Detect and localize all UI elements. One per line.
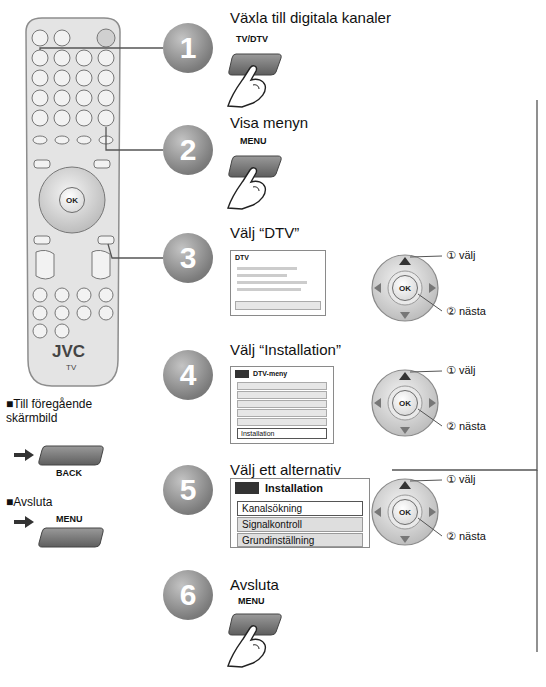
screen-thumbnail: DTV xyxy=(230,250,326,316)
node-text: 3 xyxy=(180,241,197,275)
step-number: 3 xyxy=(163,233,213,283)
menu-row xyxy=(237,281,307,284)
node-text: 5 xyxy=(180,473,197,507)
ok-wheel xyxy=(372,255,438,321)
node-text: OK xyxy=(399,399,411,408)
menu-row xyxy=(237,400,327,408)
step-text: Avsluta xyxy=(230,576,279,593)
node-text: DTV xyxy=(235,254,249,261)
button-press xyxy=(228,614,281,667)
note: ■Till föregående skärmbild xyxy=(6,398,136,426)
node-text: Installation xyxy=(241,430,274,437)
button-press xyxy=(228,156,281,209)
node-text: OK xyxy=(399,284,411,293)
leader-line xyxy=(40,48,537,652)
logo-mark xyxy=(235,482,259,494)
node-text: OK xyxy=(399,508,411,517)
model-mark: TV xyxy=(66,363,76,372)
instruction: ② nästa xyxy=(446,305,486,318)
menu-row xyxy=(237,267,297,270)
node-text: Kanalsökning xyxy=(242,503,302,514)
instruction: ① välj xyxy=(446,473,475,486)
brand-logo: JVC xyxy=(52,342,85,362)
node-text: OK xyxy=(66,196,78,205)
step-text: Välj “DTV” xyxy=(230,224,299,241)
menu-row xyxy=(237,409,327,417)
step-text: Välj ett alternativ xyxy=(230,461,341,478)
step-number: 4 xyxy=(163,350,213,400)
instruction: ① välj xyxy=(446,364,475,377)
logo-mark xyxy=(235,370,249,378)
arrow-symbol xyxy=(14,516,34,528)
step-text: Visa menyn xyxy=(230,114,308,131)
step-text: Växla till digitala kanaler xyxy=(230,9,391,26)
screen-thumbnail: InstallationKanalsökningSignalkontrollGr… xyxy=(230,478,370,548)
menu-row xyxy=(235,301,321,310)
ok-button: OK xyxy=(392,390,418,416)
node-text: Grundinställning xyxy=(242,535,314,546)
ok-wheel xyxy=(372,370,438,436)
step-number: 2 xyxy=(163,125,213,175)
instruction: ① välj xyxy=(446,249,475,262)
button-name: MENU xyxy=(56,514,83,524)
node-text: 2 xyxy=(180,133,197,167)
step-number: 1 xyxy=(163,23,213,73)
remote-control xyxy=(26,18,120,386)
button-name: TV/DTV xyxy=(236,34,268,44)
node-text: DTV-meny xyxy=(253,370,287,377)
back-button xyxy=(39,446,103,465)
node-text: Signalkontroll xyxy=(242,519,302,530)
note: ■Avsluta xyxy=(6,496,52,510)
ok-button: OK xyxy=(392,275,418,301)
node-text: 4 xyxy=(180,358,197,392)
node-text: 6 xyxy=(180,578,197,612)
button-name: BACK xyxy=(56,468,82,478)
menu-row xyxy=(237,288,301,291)
menu-row xyxy=(237,418,327,426)
menu-row xyxy=(237,391,327,399)
menu-row xyxy=(237,274,287,277)
node-text: Installation xyxy=(265,482,323,494)
step-number: 5 xyxy=(163,465,213,515)
menu-item: Kanalsökning xyxy=(237,501,363,516)
ok-button: OK xyxy=(392,499,418,525)
step-number: 6 xyxy=(163,570,213,620)
screen-thumbnail: DTV-menyInstallation xyxy=(230,366,334,444)
menu-item: Grundinställning xyxy=(237,533,363,547)
step-text: Välj “Installation” xyxy=(230,341,341,358)
menu-item: Installation xyxy=(237,428,327,439)
menu-row xyxy=(237,382,327,390)
instruction: ② nästa xyxy=(446,420,486,433)
arrow-symbol xyxy=(14,449,34,461)
button-name: MENU xyxy=(238,596,265,606)
instruction: ② nästa xyxy=(446,530,486,543)
ok-button: OK xyxy=(59,187,85,213)
menu-item: Signalkontroll xyxy=(237,517,363,532)
button-press xyxy=(228,54,281,107)
node-text: 1 xyxy=(180,31,197,65)
menu-button xyxy=(39,528,103,547)
button-name: MENU xyxy=(240,136,267,146)
ok-wheel xyxy=(372,479,438,545)
